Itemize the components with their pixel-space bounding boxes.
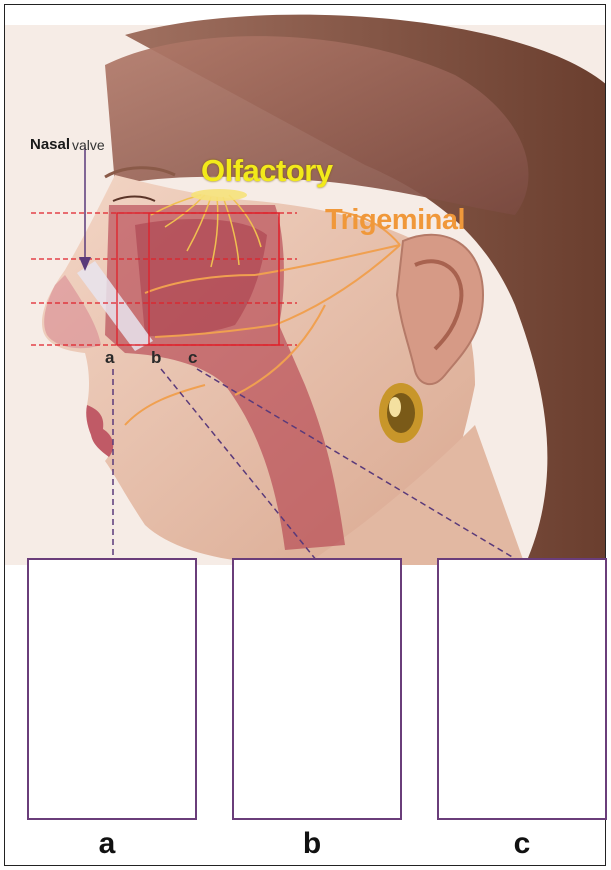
caption-a: a: [77, 827, 137, 861]
olfactory-label: Olfactory: [201, 153, 333, 189]
section-b-marker: b: [151, 348, 161, 368]
panel-c: [437, 558, 607, 820]
section-c-marker: c: [188, 348, 197, 368]
section-a-marker: a: [105, 348, 114, 368]
earring: [379, 383, 423, 443]
nasal-label: Nasal: [30, 136, 70, 153]
trigeminal-label: Trigeminal: [325, 204, 465, 237]
caption-b: b: [282, 827, 342, 861]
olfactory-bulb: [191, 189, 247, 201]
panel-a: [27, 558, 197, 820]
panel-b: [232, 558, 402, 820]
caption-c: c: [492, 827, 552, 861]
valve-label: valve: [72, 137, 105, 153]
